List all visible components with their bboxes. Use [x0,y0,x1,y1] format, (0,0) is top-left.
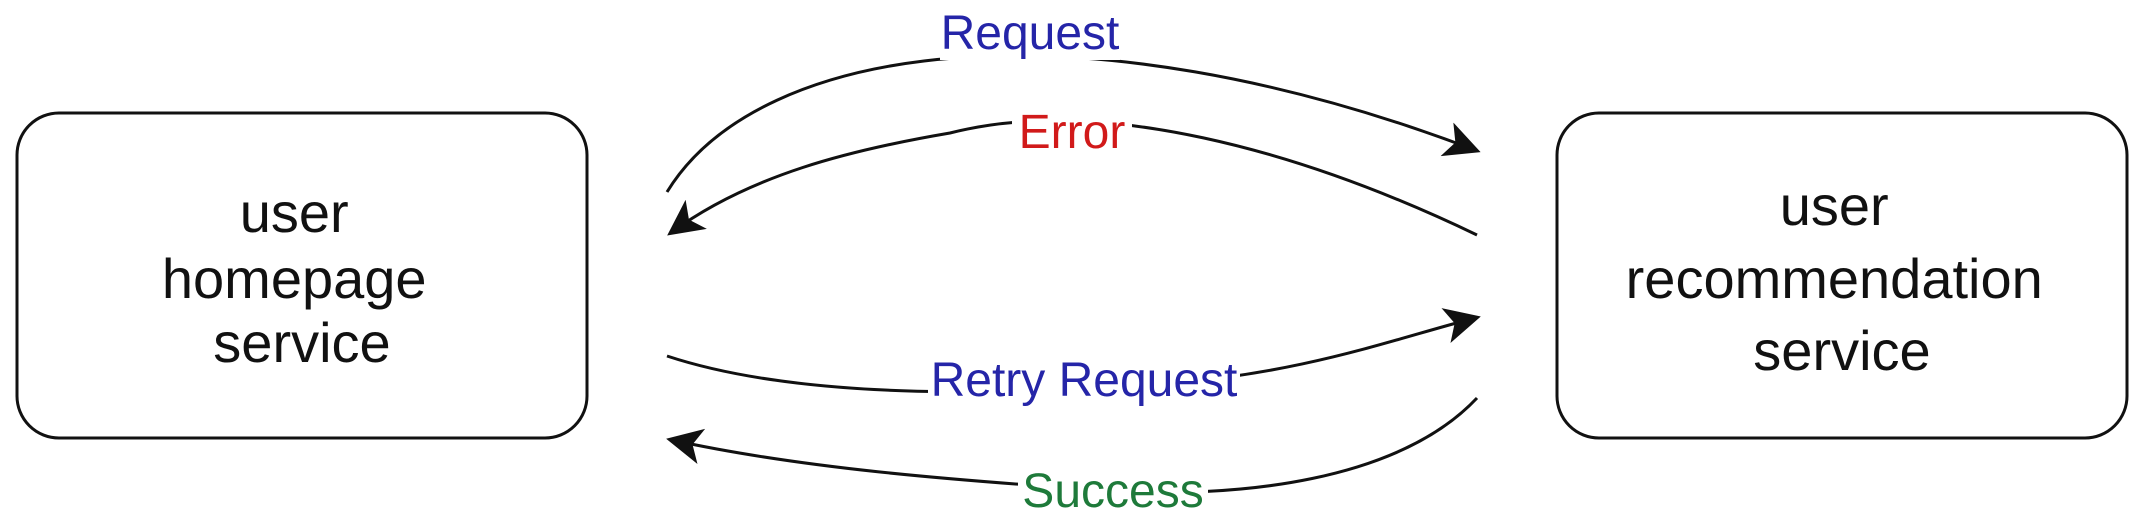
retry-request-label-bg [928,355,1240,409]
success-label: Success [1022,465,1203,518]
retry-request-label: Retry Request [931,354,1238,407]
recommendation-service-node[interactable]: user recommendation service [1555,111,2129,440]
recommendation-label-line-1: user [1780,174,1889,237]
success-label-bg [1018,465,1208,519]
homepage-service-label: user homepage service [162,181,442,374]
recommendation-service-label: user recommendation service [1626,174,2059,382]
error-label: Error [1019,106,1126,159]
error-label-bg [1012,108,1132,158]
recommendation-service-box [1555,111,2129,440]
retry-request-edge[interactable]: Retry Request [666,308,1481,409]
request-label-bg [940,8,1120,60]
homepage-service-node[interactable]: user homepage service [15,111,589,440]
recommendation-label-line-2: recommendation [1626,247,2043,310]
success-edge[interactable]: Success [666,396,1479,519]
homepage-label-line-3: service [213,311,390,374]
homepage-label-line-1: user [240,181,349,244]
recommendation-label-line-3: service [1753,319,1930,382]
request-edge[interactable]: Request [665,7,1481,193]
error-arrow [667,119,1478,237]
request-label: Request [941,7,1120,60]
error-edge[interactable]: Error [667,106,1478,237]
homepage-label-line-2: homepage [162,247,427,310]
homepage-service-box [15,111,589,440]
